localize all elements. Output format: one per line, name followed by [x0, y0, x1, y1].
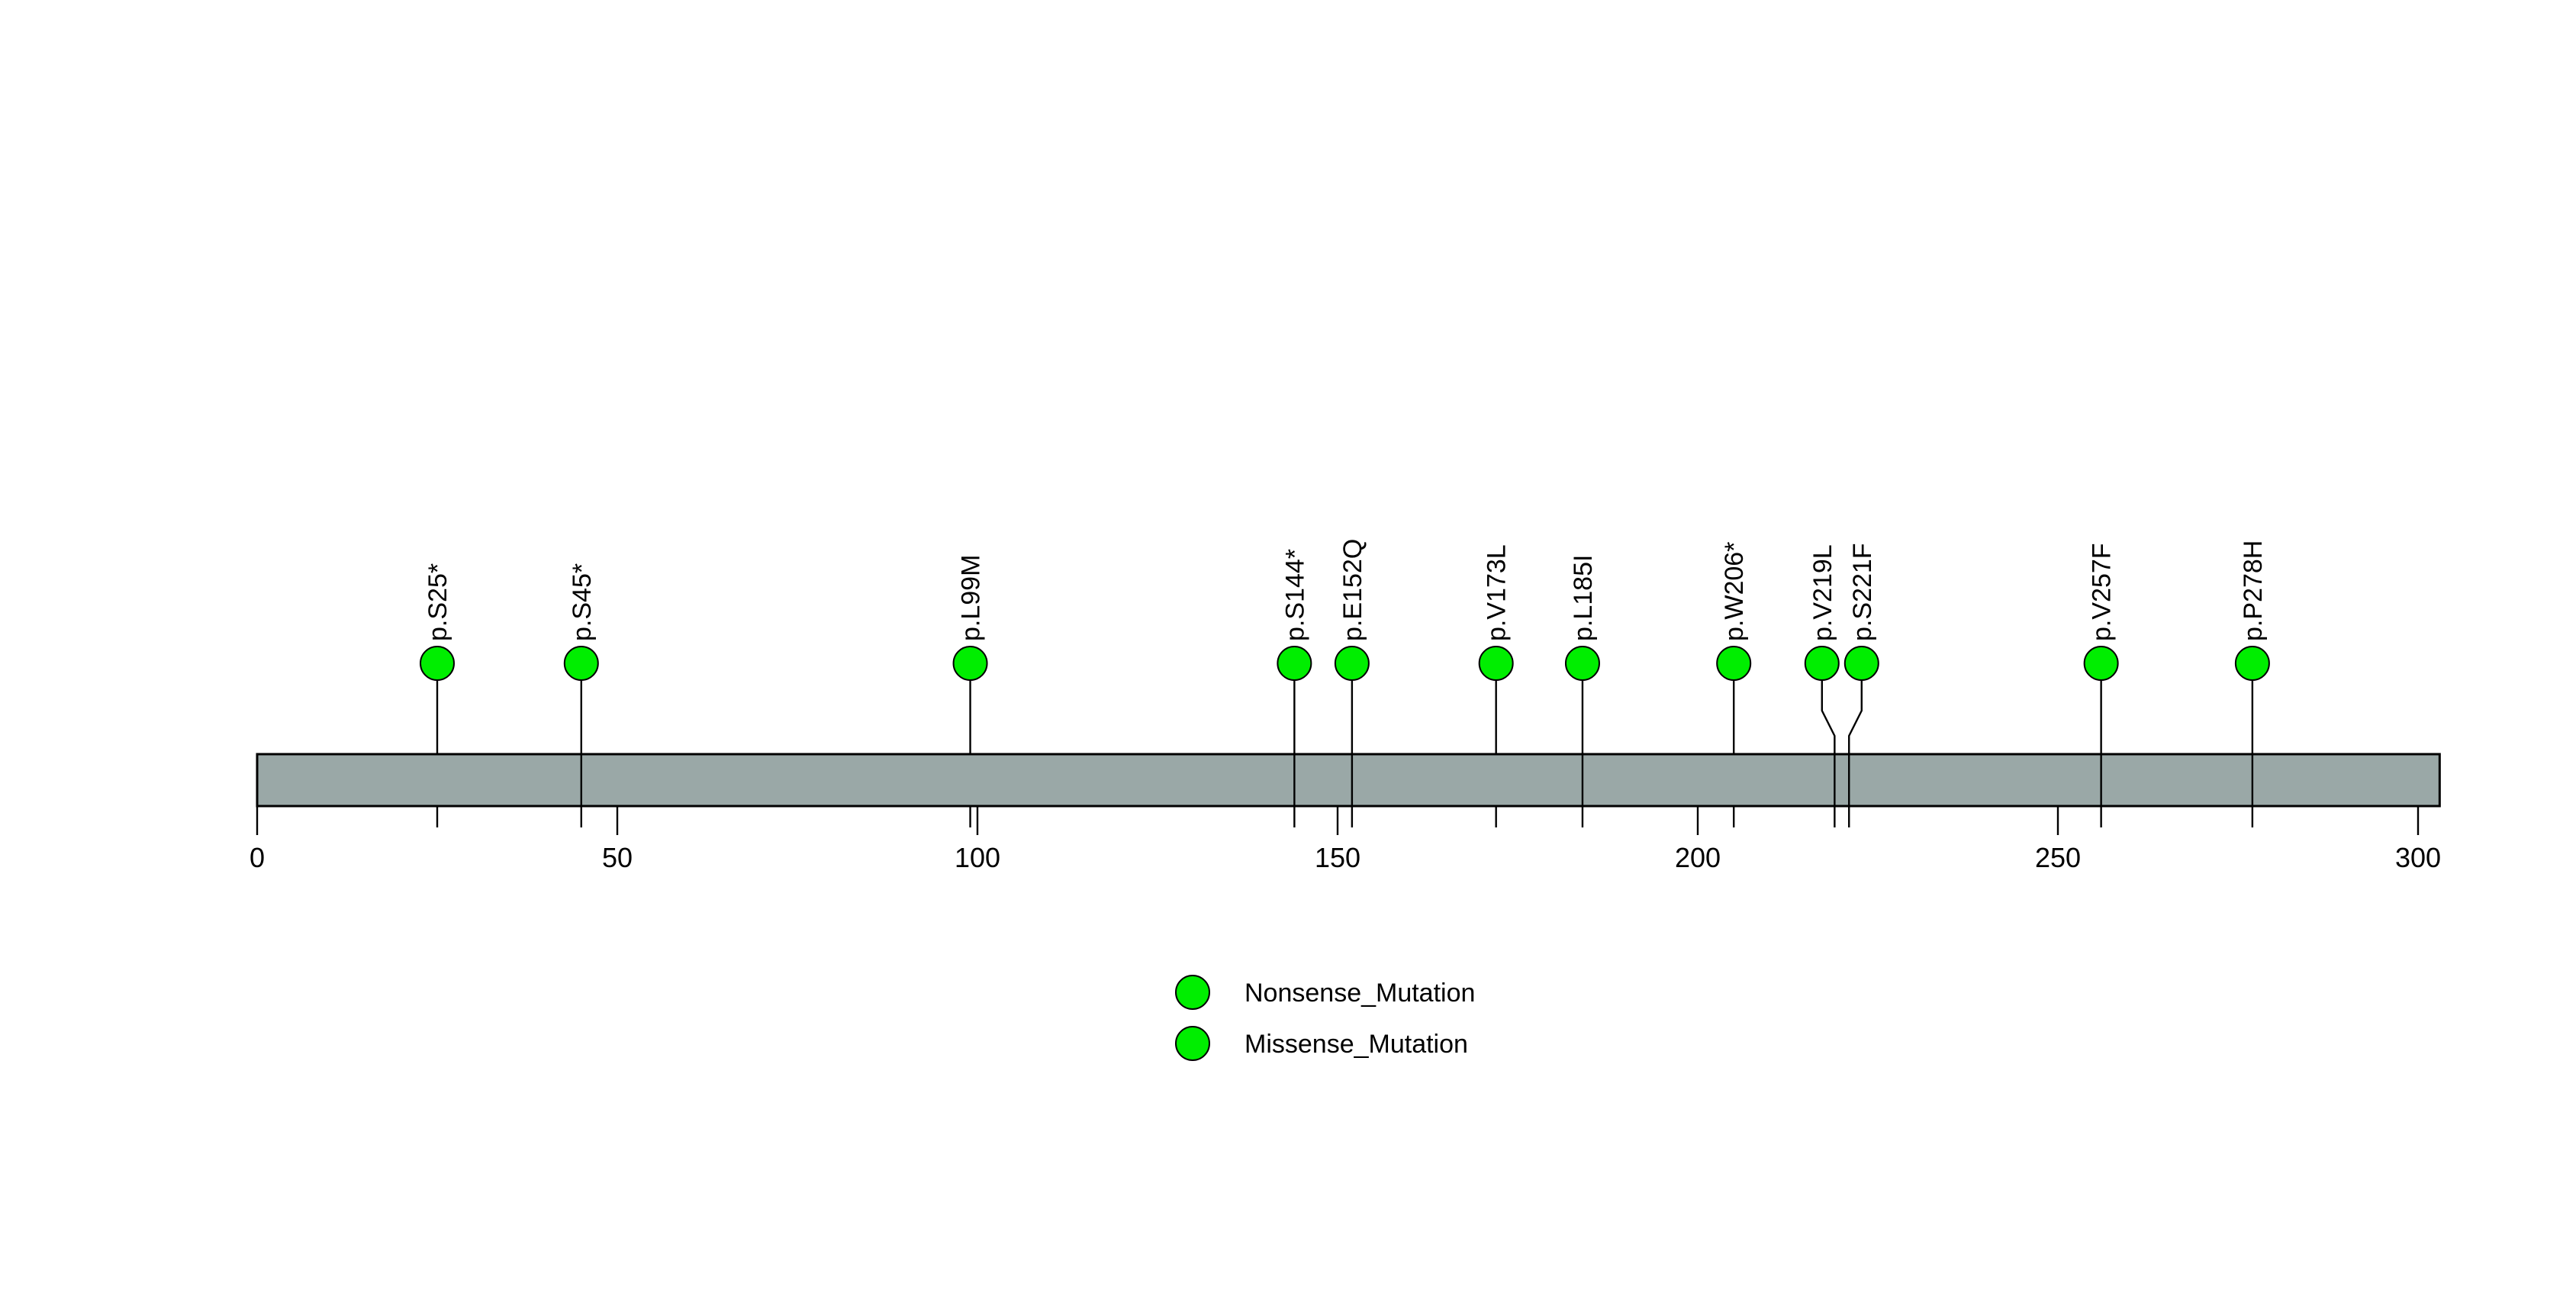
mutation-label: p.S45*: [568, 563, 597, 641]
legend-swatch[interactable]: [1175, 1026, 1210, 1061]
mutation-marker[interactable]: p.S144* (Nonsense_Mutation): [1277, 646, 1312, 681]
mutation-label: p.S144*: [1280, 549, 1309, 641]
mutation-marker[interactable]: p.L185I (Missense_Mutation): [1564, 646, 1600, 681]
mutation-label: p.S25*: [423, 563, 452, 641]
mutation-marker[interactable]: p.S221F (Missense_Mutation): [1843, 646, 1879, 681]
mutation-marker[interactable]: p.S45* (Nonsense_Mutation): [563, 646, 599, 681]
legend-swatch[interactable]: [1175, 975, 1210, 1010]
x-axis-group: 0 50 100 150 200 250 300: [250, 806, 2441, 873]
legend-label: Missense_Mutation: [1245, 1030, 1468, 1059]
mutation-marker[interactable]: p.V219L (Missense_Mutation): [1804, 646, 1840, 681]
mutation-marker[interactable]: p.P278H (Missense_Mutation): [2234, 646, 2270, 681]
mutation-markers-group: p.S25* (Nonsense_Mutation) p.S45* (Nonsen…: [420, 646, 2270, 681]
mutation-marker[interactable]: p.S25* (Nonsense_Mutation): [420, 646, 455, 681]
mutation-marker[interactable]: p.E152Q (Missense_Mutation): [1334, 646, 1370, 681]
x-axis-tick-label: 0: [250, 842, 265, 873]
x-axis-tick-label: 100: [955, 842, 1000, 873]
mutation-marker[interactable]: p.V257F (Missense_Mutation): [2083, 646, 2119, 681]
mutation-label: p.V173L: [1483, 544, 1512, 641]
mutation-label: p.P278H: [2239, 540, 2268, 641]
mutation-marker[interactable]: p.V173L (Missense_Mutation): [1478, 646, 1514, 681]
x-axis-tick-label: 300: [2395, 842, 2441, 873]
legend-label: Nonsense_Mutation: [1245, 979, 1475, 1008]
protein-backbone-group: [256, 753, 2441, 808]
x-axis-tick-label: 150: [1315, 842, 1360, 873]
x-axis-tick-label: 250: [2035, 842, 2081, 873]
mutation-labels-group: p.S25* p.S45* p.L99M p.S144* p.E152Q p.V173L p…: [423, 539, 2268, 641]
mutation-marker[interactable]: p.W206* (Nonsense_Mutation): [1716, 646, 1752, 681]
mutation-marker[interactable]: p.L99M (Missense_Mutation): [952, 646, 988, 681]
mutation-label: p.E152Q: [1338, 539, 1367, 641]
protein-backbone-bar: [256, 753, 2441, 808]
x-axis-tick-label: 200: [1675, 842, 1721, 873]
mutation-label: p.L99M: [957, 555, 986, 641]
mutation-label: p.S221F: [1848, 543, 1877, 641]
mutation-label: p.L185I: [1569, 555, 1598, 641]
x-axis-tick-label: 50: [602, 842, 633, 873]
mutation-label: p.W206*: [1720, 542, 1749, 641]
mutation-label: p.V219L: [1808, 544, 1837, 641]
mutation-label: p.V257F: [2088, 543, 2117, 641]
